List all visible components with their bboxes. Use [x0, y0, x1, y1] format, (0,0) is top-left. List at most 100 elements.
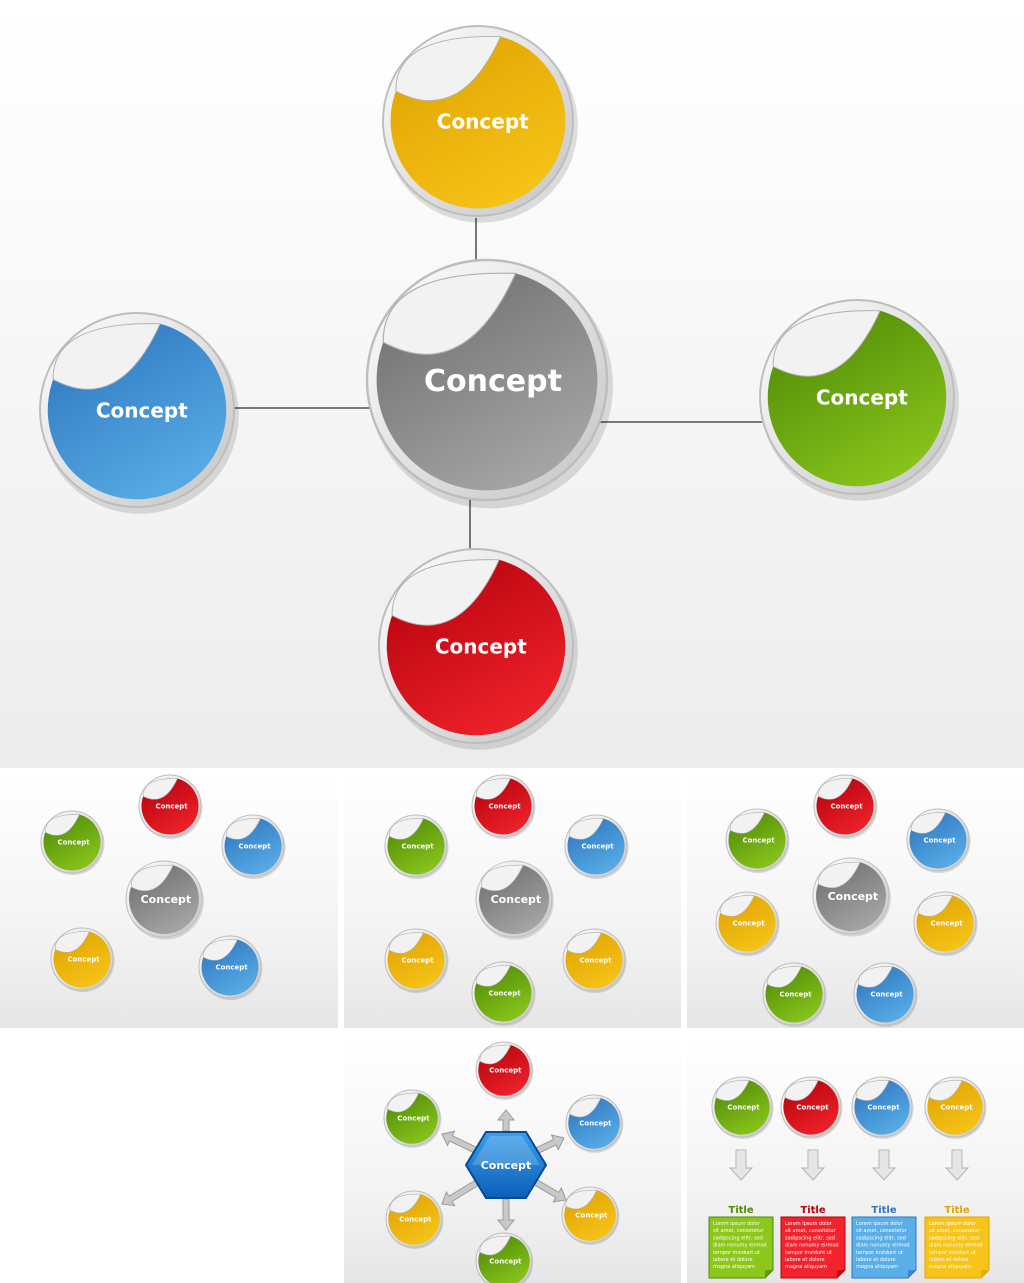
card-fold	[908, 1270, 916, 1278]
arrow-3	[533, 1178, 567, 1203]
sticker-curl	[44, 814, 80, 836]
sticker-right[interactable]: Concept	[759, 299, 959, 501]
sticker-thumb3-4: Concept	[715, 891, 780, 957]
arrow-5	[441, 1179, 480, 1207]
sticker-bottom[interactable]: Concept	[378, 548, 578, 750]
sticker-label: Concept	[579, 1120, 612, 1128]
sticker-curl	[388, 818, 424, 840]
sticker-curl	[479, 1235, 512, 1256]
sticker-curl	[225, 818, 261, 840]
sticker-curl	[715, 1080, 750, 1101]
sticker-thumb1-3: Concept	[221, 814, 286, 880]
hexagon-shape	[464, 1131, 548, 1199]
sticker-label: Concept	[796, 1104, 829, 1112]
sticker-face	[43, 814, 101, 871]
sticker-thumb4-3: Concept	[561, 1186, 620, 1245]
sticker-face	[387, 932, 445, 989]
sticker-face	[376, 273, 598, 491]
thumbnail-layout-3[interactable]: Concept Concept Concept Concept Concept …	[687, 772, 1024, 1028]
sticker-label: Concept	[141, 893, 192, 906]
card-text-line: labore et dolore	[856, 1257, 896, 1263]
sticker-label: Concept	[57, 839, 90, 847]
sticker-face	[718, 895, 776, 952]
sticker-curl	[910, 812, 946, 834]
card-text-line: sadipscing elitr, sed	[713, 1235, 763, 1241]
sticker-thumb2-3: Concept	[564, 814, 629, 880]
thumbnail-layout-2[interactable]: Concept Concept Concept Concept Concept …	[344, 772, 681, 1028]
sticker-face	[783, 1080, 839, 1135]
sticker-left[interactable]: Concept	[39, 312, 239, 514]
sticker-thumb1-1: Concept	[138, 774, 203, 840]
sticker-thumb2-2: Concept	[384, 814, 449, 880]
sticker-face	[47, 323, 227, 500]
sticker-curl	[130, 864, 174, 892]
sticker-curl	[729, 812, 765, 834]
sticker-label: Concept	[96, 398, 188, 422]
sticker-curl	[772, 310, 881, 377]
thumbnail-layout-4[interactable]: Concept Concept Concept Concept Concept …	[344, 1034, 681, 1283]
thumbnail-1-canvas: Concept Concept Concept Concept Concept …	[40, 774, 286, 1001]
sticker-label: Concept	[828, 890, 879, 903]
sticker-curl	[475, 965, 511, 987]
sticker-curl	[784, 1080, 819, 1101]
card-text-line: magna aliquyam	[785, 1264, 827, 1270]
hexagon-label: Concept	[481, 1159, 532, 1172]
sticker-curl	[388, 932, 424, 954]
sticker-curl	[480, 864, 524, 892]
sticker-thumb2-5: Concept	[562, 928, 627, 994]
sticker-curl	[479, 1044, 512, 1065]
sticker-thumb4-2: Concept	[565, 1094, 624, 1153]
sticker-label: Concept	[155, 803, 188, 811]
sticker-face	[53, 931, 111, 988]
sticker-label: Concept	[67, 956, 100, 964]
card-text-line: magna aliquyam	[929, 1264, 971, 1270]
sticker-label: Concept	[489, 1258, 522, 1266]
card-text-line: magna aliquyam	[713, 1264, 755, 1270]
arrow-4	[496, 1198, 516, 1231]
card-fold	[837, 1270, 845, 1278]
sticker-curl	[857, 966, 893, 988]
sticker-label: Concept	[437, 109, 529, 133]
card-text-line: tempor invidunt ut	[785, 1250, 832, 1256]
thumbnail-layout-1[interactable]: Concept Concept Concept Concept Concept …	[0, 772, 338, 1028]
sticker-curl	[855, 1080, 890, 1101]
sticker-face	[479, 865, 549, 934]
arrow-1	[496, 1109, 516, 1132]
sticker-curl	[52, 323, 161, 390]
sticker-face	[386, 559, 566, 736]
sticker-thumb1-center: Concept	[125, 860, 204, 940]
sticker-thumb3-7: Concept	[853, 962, 918, 1028]
sticker-thumb5-3: Concept	[851, 1076, 914, 1140]
sticker-label: Concept	[489, 1067, 522, 1075]
sticker-curl	[569, 1097, 602, 1118]
sticker-curl	[395, 36, 502, 102]
card-text-line: tempor invidunt ut	[713, 1250, 760, 1256]
sticker-thumb3-2: Concept	[725, 808, 790, 874]
down-arrow-icon	[944, 1149, 970, 1181]
sticker-face	[565, 932, 623, 989]
sticker-face	[474, 778, 532, 835]
hero-concept-diagram: Concept Concept Concept Concept Concept	[0, 0, 1024, 768]
thumbnail-5-canvas: Concept Concept Concept Concept TitleLor…	[708, 1076, 990, 1279]
sticker-center[interactable]: Concept	[365, 258, 613, 509]
sticker-label: Concept	[940, 1104, 973, 1112]
sticker-thumb3-5: Concept	[913, 891, 978, 957]
sticker-face	[564, 1190, 616, 1241]
sticker-label: Concept	[238, 843, 271, 851]
sticker-thumb4-4: Concept	[475, 1232, 534, 1283]
thumbnail-4-canvas: Concept Concept Concept Concept Concept …	[383, 1041, 624, 1283]
hexagon-highlight	[472, 1136, 540, 1165]
card-text-line: sit amet, consetetur	[713, 1228, 765, 1234]
sticker-label: Concept	[923, 837, 956, 845]
sticker-label: Concept	[399, 1216, 432, 1224]
sticker-face	[856, 966, 914, 1023]
sticker-curl	[817, 778, 853, 800]
down-arrow-icon	[871, 1149, 897, 1181]
card-text-line: tempor invidunt ut	[929, 1250, 976, 1256]
card-title: Title	[728, 1205, 753, 1216]
card-text-line: Lorem ipsum dolor	[785, 1221, 833, 1227]
sticker-top[interactable]: Concept	[382, 25, 578, 223]
